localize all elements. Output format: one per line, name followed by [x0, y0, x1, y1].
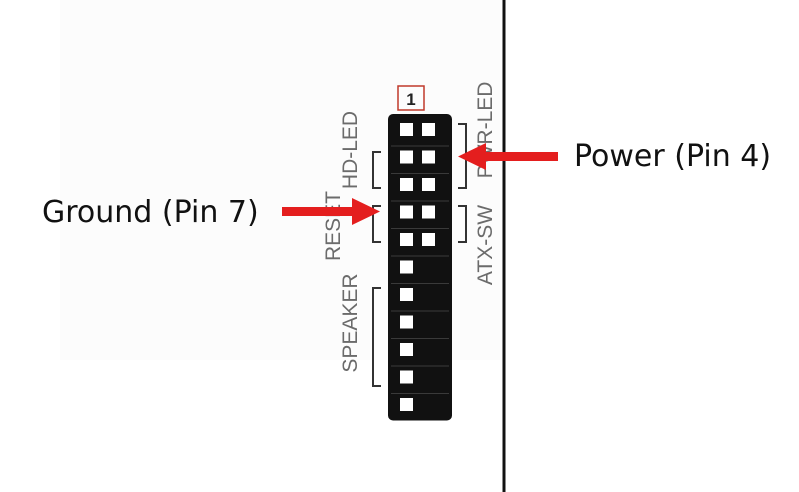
pin [400, 233, 413, 246]
atx-sw-label: ATX-SW [474, 205, 497, 285]
pin [422, 205, 435, 219]
atx-sw-bracket [458, 205, 467, 243]
pin [400, 260, 413, 274]
pin [400, 178, 413, 191]
pin [400, 123, 413, 136]
pin-one-label: 1 [406, 90, 415, 109]
pin [422, 233, 435, 246]
hd-led-bracket [372, 151, 381, 189]
pin [400, 205, 413, 219]
pin-header-body [388, 114, 452, 421]
pin [422, 150, 435, 164]
power-pin-callout: Power (Pin 4) [574, 139, 772, 174]
reset-bracket [372, 205, 381, 243]
power-arrow [458, 143, 558, 170]
ground-arrow [282, 198, 380, 225]
reset-label: RESET [322, 191, 345, 261]
pin [400, 343, 413, 356]
pin [422, 123, 435, 136]
speaker-bracket [372, 287, 381, 387]
pin [400, 398, 413, 411]
pin [400, 288, 413, 301]
pin-header [388, 114, 452, 421]
pin [422, 178, 435, 191]
hd-led-label: HD-LED [339, 111, 362, 189]
ground-pin-callout: Ground (Pin 7) [42, 195, 259, 230]
pin [400, 150, 413, 164]
pin [400, 315, 413, 329]
pin [400, 370, 413, 384]
pin-one-box [397, 85, 425, 111]
speaker-label: SPEAKER [339, 273, 362, 372]
